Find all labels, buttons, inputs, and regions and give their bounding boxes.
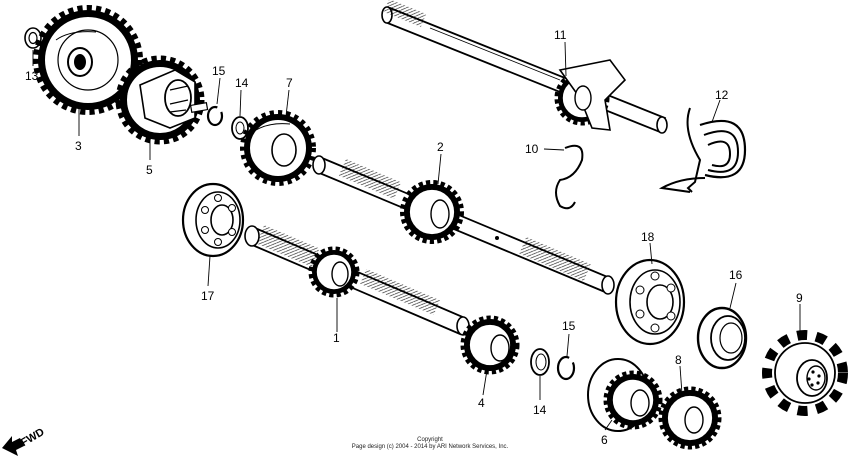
callout-8: 8 [675, 353, 682, 367]
callout-14: 14 [235, 76, 249, 90]
callout-5: 5 [146, 163, 153, 177]
fwd-label: FWD [19, 426, 47, 449]
part-3-gear[interactable] [33, 5, 143, 115]
callout-7: 7 [286, 76, 293, 90]
copyright-title: Copyright [417, 437, 443, 443]
callout-12: 12 [715, 88, 729, 102]
leader-lines [32, 41, 801, 431]
callout-16: 16 [729, 268, 743, 282]
part-16-oil-seal[interactable] [696, 306, 748, 370]
part-4-gear[interactable] [460, 315, 520, 375]
part-9-drive-sprocket[interactable] [762, 330, 848, 416]
callout-11: 11 [554, 28, 567, 42]
part-14-washer-lower[interactable] [530, 348, 550, 376]
callout-13: 13 [25, 69, 39, 83]
callout-6: 6 [601, 433, 608, 447]
callout-2: 2 [437, 140, 444, 154]
part-10-spring-clip[interactable] [555, 144, 584, 210]
part-11-shift-shaft[interactable] [381, 0, 668, 134]
callout-1: 1 [333, 331, 340, 345]
part-13-washer[interactable] [24, 27, 42, 49]
part-2-countershaft[interactable] [312, 155, 615, 295]
callout-15: 15 [212, 64, 226, 78]
part-12-return-spring[interactable] [658, 107, 747, 193]
callout-14-lower: 14 [533, 403, 547, 417]
part-15-circlip[interactable] [206, 105, 224, 127]
part-7-gear[interactable] [240, 110, 316, 186]
part-17-bearing[interactable] [181, 182, 245, 258]
copyright-notice: Copyright Page design (c) 2004 - 2014 by… [250, 437, 610, 451]
fwd-direction-indicator: FWD [2, 426, 47, 456]
callout-3: 3 [75, 139, 82, 153]
part-15-circlip-lower[interactable] [556, 355, 576, 381]
copyright-text: Page design (c) 2004 - 2014 by ARI Netwo… [351, 444, 509, 450]
callout-4: 4 [478, 396, 485, 410]
part-18-bearing[interactable] [614, 258, 686, 346]
callout-9: 9 [796, 291, 803, 305]
part-6-gear[interactable] [587, 358, 663, 432]
part-8-gear[interactable] [658, 386, 722, 450]
part-5-gear[interactable] [115, 55, 209, 145]
part-14-washer[interactable] [231, 116, 249, 140]
callout-17: 17 [201, 289, 215, 303]
fwd-arrow-icon [2, 436, 24, 456]
callout-labels: 13 3 5 15 14 7 11 10 12 2 17 1 18 16 9 4… [25, 28, 803, 447]
part-1-mainshaft[interactable] [244, 225, 470, 336]
callout-10: 10 [525, 142, 539, 156]
callout-18: 18 [641, 230, 655, 244]
callout-15-lower: 15 [562, 319, 576, 333]
